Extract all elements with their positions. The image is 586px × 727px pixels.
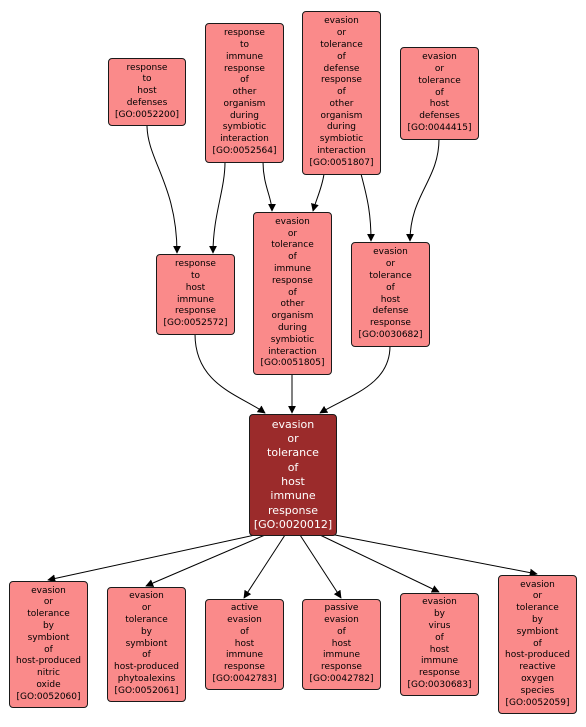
edge-0052200-to-0052572 [146, 124, 181, 254]
edge-0051807-to-0051805 [311, 173, 325, 212]
node-go-0030683[interactable]: evasion by virus of host immune response… [400, 593, 479, 696]
node-go-0030682-label: evasion or tolerance of host defense res… [358, 247, 423, 340]
node-go-0042782[interactable]: passive evasion of host immune response … [302, 599, 381, 690]
node-go-0052572-label: response to host immune response [GO:005… [163, 259, 228, 329]
node-go-0052059-label: evasion or tolerance by symbiont of host… [504, 579, 570, 708]
edge-0020012-to-0042783 [243, 534, 286, 599]
node-go-0030682[interactable]: evasion or tolerance of host defense res… [351, 242, 430, 347]
node-go-0052060-label: evasion or tolerance by symbiont of host… [15, 585, 81, 702]
node-go-0030683-label: evasion by virus of host immune response… [407, 597, 472, 690]
node-go-0052061-label: evasion or tolerance by symbiont of host… [113, 591, 179, 696]
node-go-0052200[interactable]: response to host defenses [GO:0052200] [108, 58, 186, 126]
edge-0052572-to-0020012 [194, 333, 266, 414]
node-go-0044415[interactable]: evasion or tolerance of host defenses [G… [400, 47, 479, 140]
node-go-0042782-label: passive evasion of host immune response … [309, 603, 374, 684]
edge-0020012-to-0030683 [319, 534, 440, 593]
edge-0051807-to-0030682 [360, 173, 375, 242]
node-go-0051807[interactable]: evasion or tolerance of defense response… [302, 11, 381, 175]
node-go-0020012-label: evasion or tolerance of host immune resp… [253, 417, 333, 531]
node-go-0052564-label: response to immune response of other org… [212, 28, 277, 157]
edge-0052564-to-0052572 [209, 161, 226, 254]
node-go-0052200-label: response to host defenses [GO:0052200] [114, 62, 180, 120]
edge-0030682-to-0020012 [319, 345, 391, 414]
node-go-0052061[interactable]: evasion or tolerance by symbiont of host… [107, 587, 186, 702]
node-go-0042783-label: active evasion of host immune response [… [212, 603, 277, 684]
node-go-0044415-label: evasion or tolerance of host defenses [G… [407, 52, 472, 133]
edge-0020012-to-0052061 [145, 534, 266, 587]
edge-0052564-to-0051805 [262, 161, 276, 212]
node-go-0042783[interactable]: active evasion of host immune response [… [205, 599, 284, 690]
edge-0020012-to-0052059 [334, 534, 538, 577]
node-go-0020012[interactable]: evasion or tolerance of host immune resp… [249, 414, 337, 536]
node-go-0051807-label: evasion or tolerance of defense response… [309, 16, 374, 168]
edge-0044415-to-0030682 [406, 138, 440, 242]
node-go-0051805[interactable]: evasion or tolerance of immune response … [253, 212, 332, 375]
edge-0020012-to-0042782 [299, 534, 342, 599]
node-go-0052060[interactable]: evasion or tolerance by symbiont of host… [9, 581, 88, 708]
edge-0020012-to-0052060 [47, 534, 256, 583]
node-go-0051805-label: evasion or tolerance of immune response … [260, 216, 325, 369]
node-go-0052564[interactable]: response to immune response of other org… [205, 23, 284, 163]
node-go-0052059[interactable]: evasion or tolerance by symbiont of host… [498, 575, 577, 714]
node-go-0052572[interactable]: response to host immune response [GO:005… [156, 254, 235, 335]
